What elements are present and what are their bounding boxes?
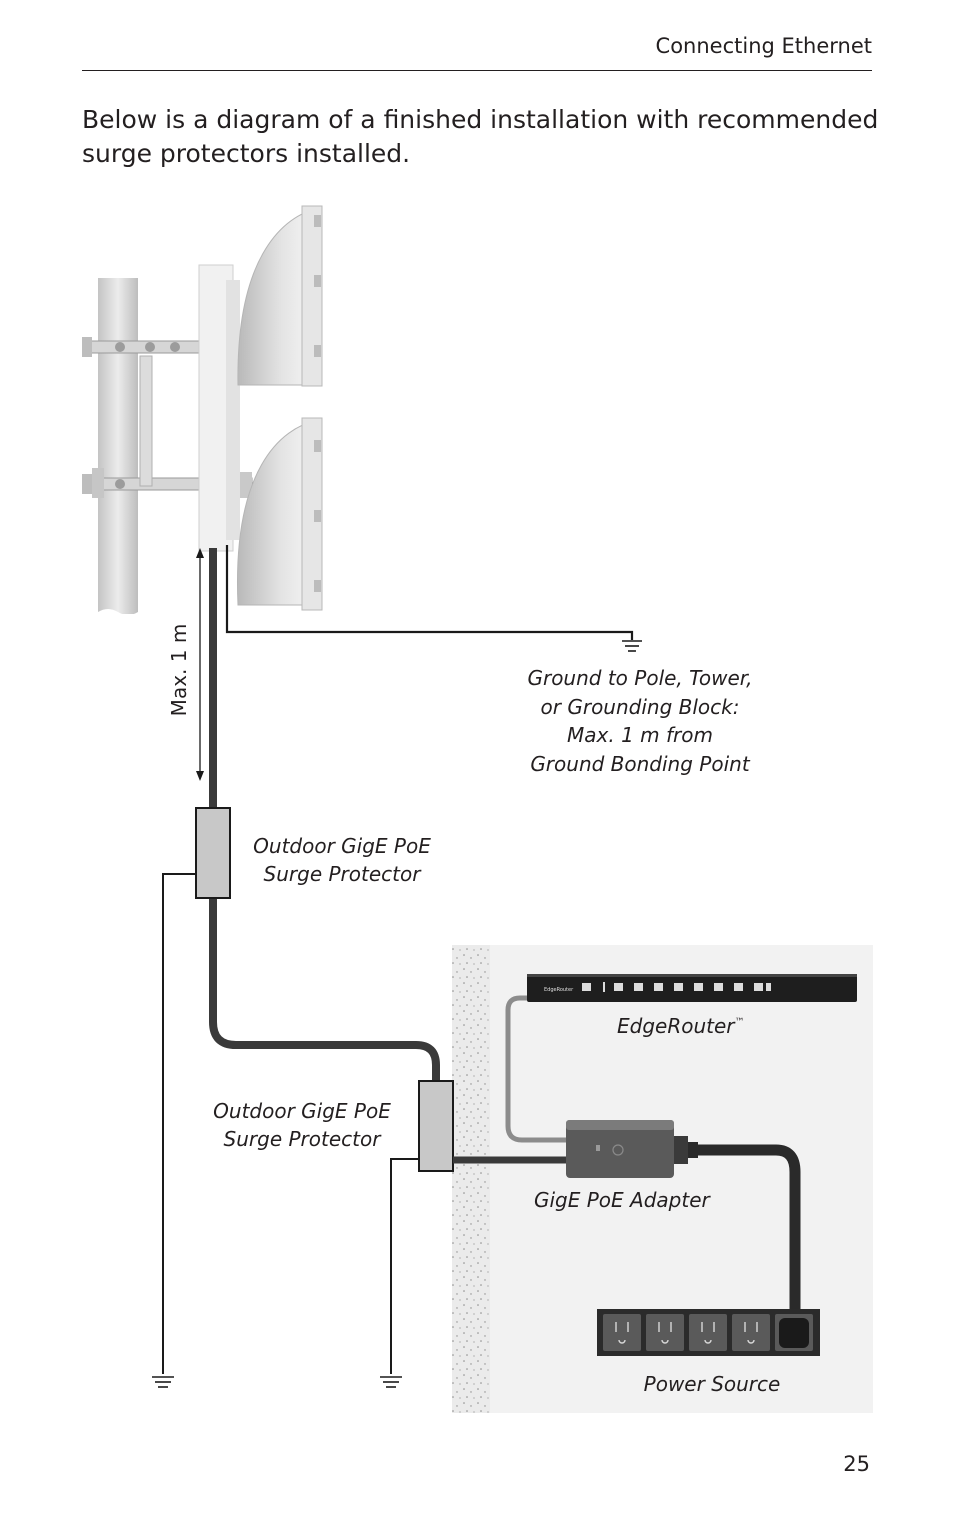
svg-text:Surge Protector: Surge Protector [264, 862, 423, 886]
edgerouter: EdgeRouter [527, 974, 857, 1002]
svg-text:Outdoor GigE PoE: Outdoor GigE PoE [253, 834, 431, 858]
power-strip [597, 1309, 820, 1356]
max-distance-arrow [196, 548, 204, 781]
surge-protector-2 [418, 1080, 454, 1172]
intro-paragraph: Below is a diagram of a finished install… [82, 105, 879, 168]
surge-protector-2-ground-wire [390, 1158, 419, 1374]
svg-text:Ground Bonding Point: Ground Bonding Point [530, 752, 751, 776]
lan-cable [505, 995, 570, 1143]
edgerouter-label: EdgeRouter™ [617, 1014, 745, 1038]
poe-adapter-label: GigE PoE Adapter [534, 1188, 712, 1212]
surge-protector-2-label: Outdoor GigE PoE Surge Protector [213, 1099, 391, 1151]
mounting-pole [98, 278, 138, 616]
ground-symbol-radio [622, 640, 642, 652]
svg-text:Outdoor GigE PoE: Outdoor GigE PoE [213, 1099, 391, 1123]
section-title: Connecting Ethernet [655, 34, 872, 58]
dish-antenna-top [237, 205, 323, 387]
surge-protector-1-ground-wire [162, 873, 196, 1374]
wall-stipple [452, 945, 490, 1413]
dish-antenna-bottom [236, 417, 323, 611]
power-cord [695, 1144, 801, 1325]
page-number: 25 [843, 1452, 870, 1476]
max-distance-label: Max. 1 m [167, 624, 191, 717]
ground-symbol-2 [380, 1376, 402, 1388]
surge-protector-1 [195, 807, 231, 899]
ground-note: Ground to Pole, Tower, or Grounding Bloc… [527, 666, 752, 776]
poe-adapter [566, 1120, 698, 1178]
power-source-label: Power Source [644, 1372, 781, 1396]
page-header: Connecting Ethernet [82, 34, 872, 71]
router-brand: EdgeRouter [544, 987, 574, 993]
svg-text:Ground to Pole, Tower,: Ground to Pole, Tower, [527, 666, 752, 690]
svg-text:or Grounding Block:: or Grounding Block: [541, 695, 740, 719]
svg-text:Surge Protector: Surge Protector [224, 1127, 383, 1151]
surge-protector-1-label: Outdoor GigE PoE Surge Protector [253, 834, 431, 886]
radio-ground-wire [225, 545, 634, 640]
svg-text:Max. 1 m from: Max. 1 m from [567, 723, 713, 747]
ethernet-cable-outdoor [209, 548, 440, 1082]
ground-symbol-1 [152, 1376, 174, 1388]
